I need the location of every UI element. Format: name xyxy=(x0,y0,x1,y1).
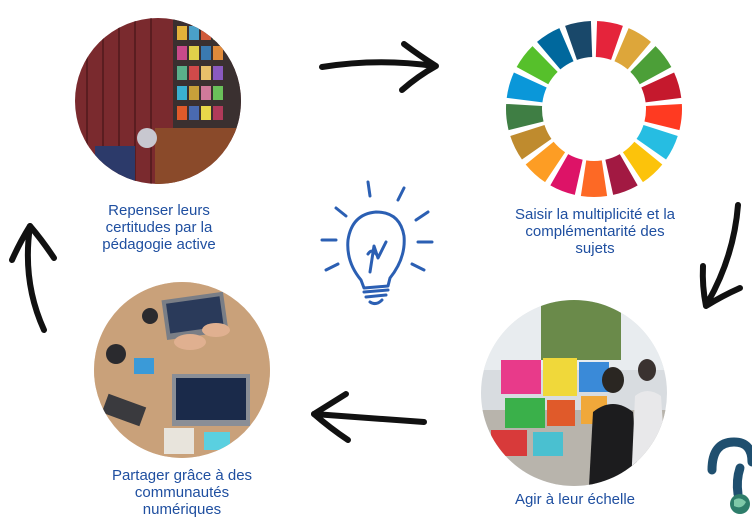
sdg-segment xyxy=(510,124,552,160)
arrow-left-icon xyxy=(311,391,427,443)
sdg-segment xyxy=(630,46,672,85)
sdg-segment xyxy=(525,141,566,183)
sdg-segment xyxy=(506,72,547,103)
arrow-right-icon xyxy=(319,41,439,93)
arrow-down-icon xyxy=(699,202,743,309)
step2-sdg-wheel xyxy=(503,18,685,200)
sdg-segment xyxy=(605,154,638,195)
corner-logo-icon xyxy=(707,437,752,514)
arrow-up-icon xyxy=(9,223,57,333)
step2-label: Saisir la multiplicité et la complémenta… xyxy=(514,206,676,257)
sdg-segment xyxy=(614,28,651,70)
step4-photo xyxy=(94,282,270,458)
sdg-segment xyxy=(644,103,682,131)
sdg-segment xyxy=(641,72,682,103)
sdg-wheel-graphic xyxy=(506,21,682,197)
step1-photo xyxy=(75,18,241,184)
step4-label: Partager grâce à des communautés numériq… xyxy=(111,467,253,518)
sdg-segment xyxy=(565,21,593,60)
sdg-segment xyxy=(537,28,574,70)
sdg-segment xyxy=(580,160,608,197)
sdg-segment xyxy=(516,46,558,85)
sdg-segment xyxy=(636,124,678,160)
lightbulb-icon xyxy=(320,180,434,306)
sdg-segment xyxy=(506,103,544,131)
sdg-segment xyxy=(622,141,663,183)
sdg-segment xyxy=(595,21,623,60)
step3-photo xyxy=(481,300,667,486)
step1-label: Repenser leurs certitudes par la pédagog… xyxy=(102,202,216,253)
sdg-segment xyxy=(550,154,583,195)
step3-label: Agir à leur échelle xyxy=(514,491,636,508)
